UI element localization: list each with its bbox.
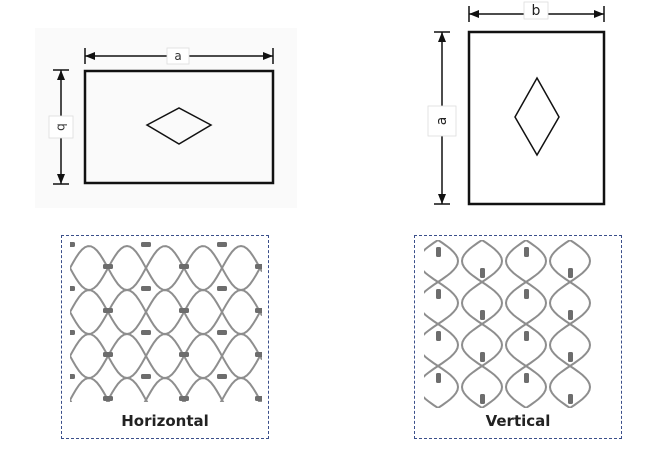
ferrule: [141, 242, 151, 247]
ferrule: [255, 264, 262, 269]
ferrule: [141, 286, 151, 291]
horizontal-orientation-diagram: a b: [35, 28, 297, 208]
ferrule: [141, 374, 151, 379]
ferrule: [217, 374, 227, 379]
vertical-caption: Vertical: [485, 412, 551, 430]
vertical-orientation-diagram: b a: [418, 0, 618, 214]
arrowhead-down: [438, 194, 446, 204]
ferrule: [217, 242, 227, 247]
dimension-label-b: b: [532, 3, 541, 19]
ferrule: [436, 289, 441, 299]
ferrule: [524, 373, 529, 383]
ferrule: [436, 331, 441, 341]
ferrule: [103, 396, 113, 401]
arrowhead-left: [85, 52, 95, 60]
mesh-panel-outline: [83, 69, 275, 185]
dimension-label-a: a: [434, 117, 450, 126]
ferrule: [524, 247, 529, 257]
ferrule: [217, 286, 227, 291]
ferrule: [70, 242, 75, 247]
ferrule: [217, 330, 227, 335]
horizontal-caption: Horizontal: [121, 412, 209, 430]
dimension-label-b: b: [55, 123, 69, 131]
horizontal-mesh-photo-frame: Horizontal: [61, 235, 269, 439]
ferrule: [480, 352, 485, 362]
ferrule: [179, 352, 189, 357]
ferrule: [141, 330, 151, 335]
mesh-diamond-icon: [514, 76, 560, 157]
ferrule: [103, 352, 113, 357]
ferrule: [179, 308, 189, 313]
dimension-label-a: a: [174, 49, 181, 63]
ferrule: [480, 310, 485, 320]
mesh-diamond-icon: [145, 107, 213, 145]
arrowhead-down: [57, 174, 65, 184]
ferrule: [480, 394, 485, 404]
ferrule: [70, 374, 75, 379]
ferrule: [255, 396, 262, 401]
arrowhead-up: [57, 70, 65, 80]
ferrule: [436, 373, 441, 383]
ferrule: [568, 310, 573, 320]
vertical-mesh-image: [424, 240, 592, 408]
ferrule: [436, 247, 441, 257]
arrowhead-up: [438, 32, 446, 42]
ferrule: [255, 308, 262, 313]
ferrule: [568, 352, 573, 362]
ferrule: [524, 289, 529, 299]
ferrule: [480, 268, 485, 278]
ferrule: [179, 396, 189, 401]
ferrule: [568, 268, 573, 278]
mesh-panel-outline: [467, 30, 606, 206]
ferrule: [524, 331, 529, 341]
ferrule: [568, 394, 573, 404]
ferrule: [103, 264, 113, 269]
horizontal-mesh-image: [70, 242, 262, 402]
vertical-mesh-photo-frame: Vertical: [414, 235, 622, 439]
ferrule: [70, 330, 75, 335]
arrowhead-right: [263, 52, 273, 60]
arrowhead-right: [594, 10, 604, 18]
ferrule: [70, 286, 75, 291]
ferrule: [179, 264, 189, 269]
vertical-diagram-svg: b a: [427, 1, 606, 206]
horizontal-diagram-svg: a b: [48, 47, 275, 185]
ferrule: [255, 352, 262, 357]
arrowhead-left: [469, 10, 479, 18]
ferrule: [103, 308, 113, 313]
